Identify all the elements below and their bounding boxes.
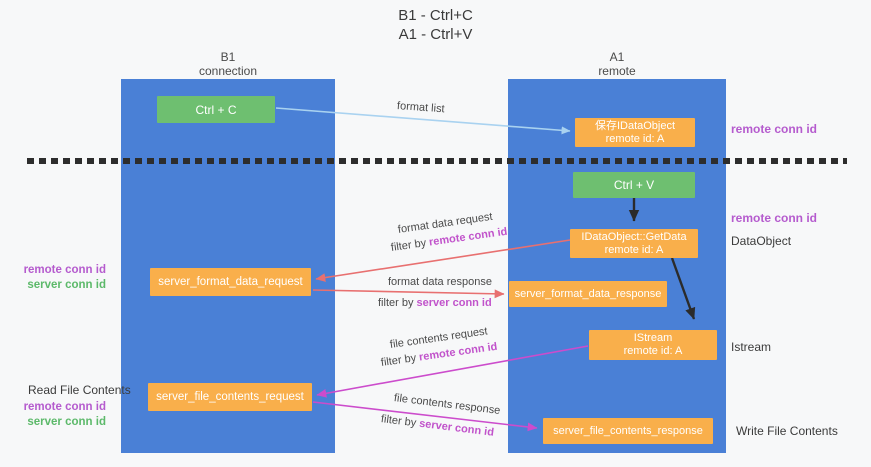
filter-by-text: filter by [380, 413, 420, 430]
ctrl-c-box: Ctrl + C [157, 96, 275, 123]
ctrl-v-box: Ctrl + V [573, 172, 695, 198]
title-line-2: A1 - Ctrl+V [398, 26, 473, 43]
istream-box: IStream remote id: A [589, 330, 717, 360]
lane-a1-subtitle: remote [598, 64, 636, 78]
server-file-contents-response-label: server_file_contents_response [553, 424, 703, 437]
server-file-contents-request-label: server_file_contents_request [156, 390, 304, 403]
save-idataobject-line1: 保存IDataObject [594, 119, 676, 132]
server-format-data-request-label: server_format_data_request [158, 275, 303, 288]
server-conn-id-text: server conn id [418, 417, 495, 439]
read-file-contents-annotation: Read File Contents [28, 383, 131, 397]
remote-conn-id-annotation-1: remote conn id [731, 122, 818, 136]
server-format-data-request-box: server_format_data_request [150, 268, 311, 296]
format-data-response-arrow [312, 289, 505, 299]
ctrl-v-label: Ctrl + V [613, 178, 655, 192]
title-line-1: B1 - Ctrl+C [398, 7, 473, 24]
lane-b1-subtitle: connection [198, 64, 258, 78]
lane-b1-title: B1 [220, 50, 236, 64]
lane-header-a1: A1 remote [508, 50, 726, 78]
getdata-box: IDataObject::GetData remote id: A [570, 229, 698, 258]
dataobject-annotation: DataObject [731, 234, 792, 248]
server-format-data-response-box: server_format_data_response [509, 281, 667, 307]
dashed-divider [27, 158, 847, 164]
filter-by-text: filter by [378, 297, 417, 309]
getdata-line1: IDataObject::GetData [581, 230, 687, 243]
server-format-data-response-label: server_format_data_response [514, 287, 662, 300]
remote-conn-id-annotation-left-2: remote conn id [23, 401, 106, 413]
lane-header-b1: B1 connection [121, 50, 335, 78]
server-conn-id-text: server conn id [416, 297, 492, 309]
write-file-contents-annotation: Write File Contents [736, 424, 838, 438]
diagram-title: B1 - Ctrl+C A1 - Ctrl+V [0, 6, 871, 44]
istream-line2: remote id: A [623, 345, 683, 357]
format-data-response-filter-label: filter by server conn id [378, 297, 492, 309]
server-conn-id-annotation-left-2: server conn id [27, 416, 106, 428]
format-list-label: format list [396, 100, 445, 116]
format-data-response-label: format data response [388, 276, 492, 288]
filter-by-text: filter by [380, 351, 420, 369]
server-conn-id-annotation-left-1: server conn id [27, 279, 106, 291]
save-idataobject-box: 保存IDataObject remote id: A [575, 118, 695, 147]
istream-line1: IStream [633, 332, 673, 344]
remote-conn-id-annotation-left-1: remote conn id [23, 264, 106, 276]
remote-conn-id-annotation-2: remote conn id [731, 211, 818, 225]
ctrl-c-label: Ctrl + C [195, 102, 237, 117]
filter-by-text: filter by [390, 236, 430, 254]
server-file-contents-response-box: server_file_contents_response [543, 418, 713, 444]
lane-a1-title: A1 [609, 50, 625, 64]
server-file-contents-request-box: server_file_contents_request [148, 383, 312, 411]
save-idataobject-line2: remote id: A [605, 132, 665, 145]
getdata-line2: remote id: A [604, 243, 664, 256]
istream-annotation: Istream [731, 340, 772, 354]
file-contents-response-label: file contents response [393, 392, 501, 417]
file-contents-response-filter-label: filter by server conn id [380, 413, 494, 439]
